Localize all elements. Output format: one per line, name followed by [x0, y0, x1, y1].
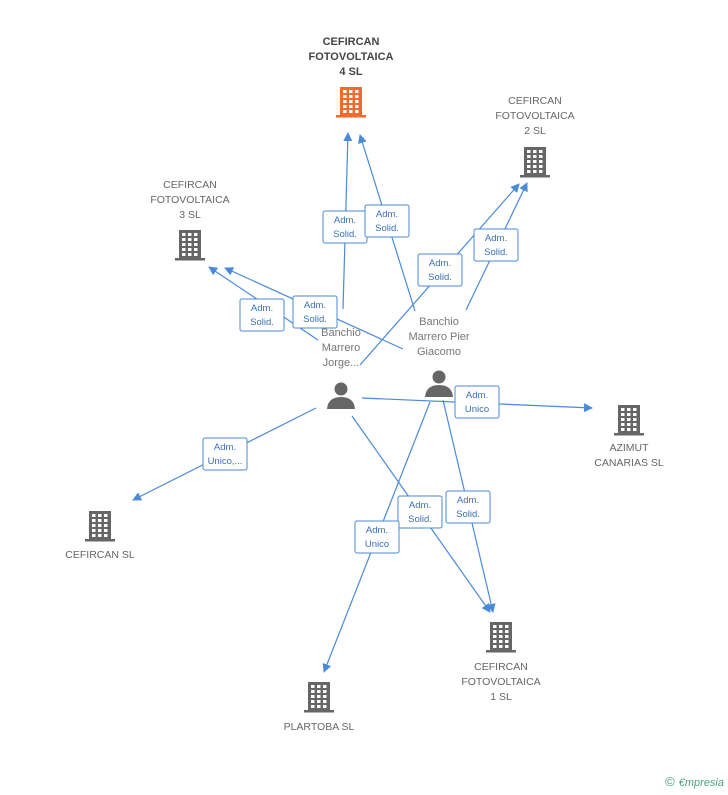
edge-labels-layer: Adm. Solid. Adm. Solid. Adm. Solid. Adm. Solid.… — [202, 204, 519, 554]
edge-label-box — [454, 385, 500, 419]
edge-label-text: Solid. — [408, 514, 432, 525]
edge-label-text: Solid. — [428, 272, 452, 283]
node-label-line: 1 SL — [490, 691, 512, 703]
person-node-pj[interactable]: BanchioMarreroJorge... — [321, 327, 361, 409]
node-label-line: FOTOVOLTAICA — [495, 110, 574, 122]
node-label-line: PLARTOBA SL — [284, 721, 355, 733]
edge-label-text: Adm. — [304, 300, 326, 311]
edge-label-text: Solid. — [375, 223, 399, 234]
edge-label-text: Solid. — [250, 317, 274, 328]
edge-label-pj-c4[interactable]: Adm. Solid. — [322, 210, 368, 244]
company-node-cs[interactable]: CEFIRCAN SL — [65, 511, 135, 561]
edge-label-box — [417, 253, 463, 287]
edge-label-text: Solid. — [303, 314, 327, 325]
node-label-line: FOTOVOLTAICA — [309, 51, 394, 63]
node-label-line: Jorge... — [323, 357, 360, 369]
node-label-line: Marrero Pier — [408, 331, 469, 343]
edge-label-text: Adm. — [376, 209, 398, 220]
node-label-line: CEFIRCAN — [474, 661, 528, 673]
node-label-line: Banchio — [419, 316, 459, 328]
brand-logo: €mpresia — [679, 777, 724, 789]
edge-label-pg-c2[interactable]: Adm. Solid. — [473, 228, 519, 262]
edge-label-box — [292, 295, 338, 329]
node-label-line: FOTOVOLTAICA — [461, 676, 540, 688]
building-icon — [85, 511, 115, 542]
edge-label-pg-az[interactable]: Adm. Unico — [454, 385, 500, 419]
person-icon — [327, 382, 355, 409]
copyright-symbol: © — [665, 774, 675, 789]
footer-brand[interactable]: ©€mpresia — [665, 774, 724, 789]
company-node-pl[interactable]: PLARTOBA SL — [284, 682, 355, 733]
node-label-line: Banchio — [321, 327, 361, 339]
edge-label-pj-c1[interactable]: Adm. Solid. — [397, 495, 443, 529]
edge-label-pg-c1[interactable]: Adm. Solid. — [445, 490, 491, 524]
edge-label-text: Unico — [365, 539, 389, 550]
edge-label-text: Adm. — [429, 258, 451, 269]
node-label-line: CEFIRCAN — [323, 36, 380, 48]
company-node-c1[interactable]: CEFIRCAN FOTOVOLTAICA 1 SL — [461, 622, 541, 703]
edge-label-box — [364, 204, 410, 238]
company-node-c3[interactable]: CEFIRCAN FOTOVOLTAICA 3 SL — [150, 179, 230, 261]
building-icon — [304, 682, 334, 713]
edge-label-box — [397, 495, 443, 529]
edge-label-pg-pl[interactable]: Adm. Unico — [354, 520, 400, 554]
edge-label-box — [445, 490, 491, 524]
node-label-line: CEFIRCAN — [508, 95, 562, 107]
company-node-c2[interactable]: CEFIRCAN FOTOVOLTAICA 2 SL — [495, 95, 575, 178]
node-label-line: 4 SL — [339, 66, 363, 78]
edge-label-pj-c2[interactable]: Adm. Solid. — [417, 253, 463, 287]
edge-label-text: Adm. — [251, 303, 273, 314]
edge-label-text: Adm. — [409, 500, 431, 511]
node-label-line: Marrero — [322, 342, 361, 354]
edge-label-box — [239, 298, 285, 332]
company-node-az[interactable]: AZIMUT CANARIAS SL — [594, 405, 664, 469]
edge-label-box — [202, 437, 248, 471]
company-node-c4[interactable]: CEFIRCAN FOTOVOLTAICA 4 SL — [309, 36, 394, 118]
building-icon — [336, 87, 366, 118]
edge-label-text: Adm. — [214, 442, 236, 453]
building-icon — [614, 405, 644, 436]
edge-label-text: Unico,... — [208, 456, 243, 467]
edge-label-text: Adm. — [457, 495, 479, 506]
edge-label-text: Solid. — [333, 229, 357, 240]
person-icon — [425, 370, 453, 397]
edge-label-pj-c3[interactable]: Adm. Solid. — [239, 298, 285, 332]
edge-label-text: Solid. — [484, 247, 508, 258]
edge-label-box — [473, 228, 519, 262]
brand-rest: mpresia — [684, 777, 724, 789]
edge-label-text: Adm. — [466, 390, 488, 401]
edge-label-text: Unico — [465, 404, 489, 415]
node-label-line: AZIMUT — [609, 442, 649, 454]
edge-label-pg-c4[interactable]: Adm. Solid. — [364, 204, 410, 238]
building-icon — [486, 622, 516, 653]
edge-label-text: Adm. — [366, 525, 388, 536]
node-label-line: FOTOVOLTAICA — [150, 194, 229, 206]
node-label-line: CEFIRCAN — [163, 179, 217, 191]
edge-label-pg-c3[interactable]: Adm. Solid. — [292, 295, 338, 329]
edge-label-text: Adm. — [334, 215, 356, 226]
edge-label-text: Adm. — [485, 233, 507, 244]
nodes-layer: CEFIRCAN FOTOVOLTAICA 4 SL CEFIRCAN FOTOVOLT… — [65, 36, 664, 733]
building-icon — [175, 230, 205, 261]
building-icon — [520, 147, 550, 178]
node-label-line: 3 SL — [179, 209, 201, 221]
node-label-line: 2 SL — [524, 125, 546, 137]
node-label-line: CEFIRCAN SL — [65, 549, 135, 561]
brand-initial: € — [678, 777, 685, 789]
node-label-line: Giacomo — [417, 346, 461, 358]
node-label-line: CANARIAS SL — [594, 457, 664, 469]
edge-label-text: Solid. — [456, 509, 480, 520]
edge-label-pj-cs[interactable]: Adm. Unico,... — [202, 437, 248, 471]
edge-label-box — [354, 520, 400, 554]
